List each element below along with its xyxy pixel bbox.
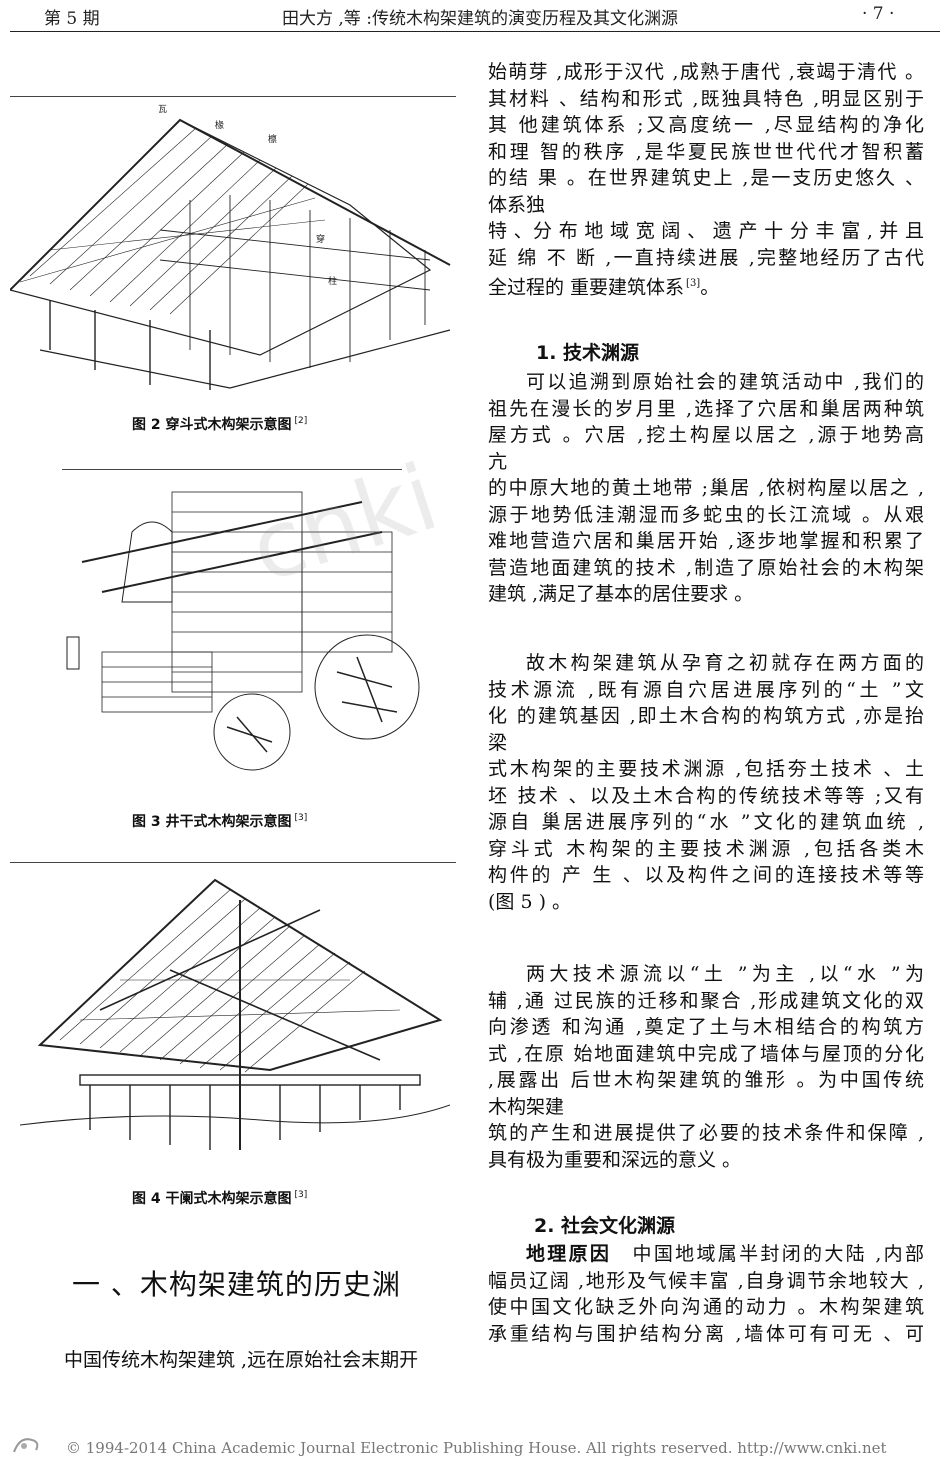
paragraph-1: 始萌芽 ,成形于汉代 ,成熟于唐代 ,衰竭于清代 。 其材料 、结构和形式 ,既… bbox=[488, 59, 924, 301]
text-line: 具有极为重要和深远的意义 。 bbox=[488, 1148, 742, 1171]
text-run: 中国地域属半封闭的大陆 ,内部 bbox=[630, 1243, 924, 1265]
paragraph-2: 可以追溯到原始社会的建筑活动中 ,我们的 祖先在漫长的岁月里 ,选择了穴居和巢居… bbox=[488, 369, 924, 608]
text-line: 特 、分 布 地 域 宽 阔 、 遗 产 十 分 丰 富 , 并 且 bbox=[488, 220, 924, 242]
jinggan-log-frame-drawing bbox=[66, 491, 420, 771]
text-line: 延 绵 不 断 ,一直持续进展 ,完整地经历了古代 bbox=[488, 246, 924, 269]
issue-number: 第 5 期 bbox=[44, 9, 100, 29]
paragraph-3: 故木构架建筑从孕育之初就存在两方面的 技术源流 ,既有源自穴居进展序列的“土 ”… bbox=[488, 650, 924, 915]
text-line: 辅 ,通 过民族的迁移和聚合 ,形成建筑文化的双 bbox=[488, 989, 924, 1012]
left-body-line: 中国传统木构架建筑 ,远在原始社会末期开 bbox=[64, 1349, 419, 1371]
runin-heading-geography: 地理原因 bbox=[526, 1243, 612, 1265]
page-number: · 7 · bbox=[862, 4, 895, 24]
text-line: 穿斗式 木构架的主要技术渊源 ,包括各类木 bbox=[488, 837, 924, 860]
section-heading: 一 、木构架建筑的历史渊 bbox=[72, 1268, 401, 1301]
text-line: 地理原因 中国地域属半封闭的大陆 ,内部 bbox=[488, 1241, 924, 1268]
text-run: 。 bbox=[700, 276, 720, 299]
figure-4-ref: [3] bbox=[294, 1190, 308, 1201]
text-line: 向渗透 和沟通 ,奠定了土与木相结合的构筑方 bbox=[488, 1016, 924, 1038]
figure-2-caption: 图 2 穿斗式木构架示意图[2] bbox=[132, 414, 307, 434]
text-line: 两大技术源流以“土 ”为主 ,以“水 ”为 bbox=[526, 963, 924, 985]
ganlan-stilt-frame-drawing bbox=[20, 878, 450, 1150]
text-line: 幅员辽阔 ,地形及气候丰富 ,自身调节余地较大 , bbox=[488, 1269, 924, 1292]
text-line: 的中原大地的黄土地带 ;巢居 ,依树构屋以居之 , bbox=[488, 477, 924, 499]
text-line: 故木构架建筑从孕育之初就存在两方面的 bbox=[526, 652, 924, 674]
text-line: 亢 bbox=[488, 450, 508, 473]
text-line: 式 ,在原 始地面建筑中完成了墙体与屋顶的分化 bbox=[488, 1042, 924, 1065]
chuandou-frame-drawing: 瓦 椽 檩 穿 柱 bbox=[10, 104, 451, 390]
text-line: 祖先在漫长的岁月里 ,选择了穴居和巢居两种筑 bbox=[488, 397, 924, 420]
figure-3-caption-text: 图 3 井干式木构架示意图 bbox=[132, 814, 292, 830]
text-line: 屋方式 。穴居 ,挖土构屋以居之 ,源于地势高 bbox=[488, 424, 924, 446]
text-line: 建筑 ,满足了基本的居住要求 。 bbox=[488, 583, 754, 605]
text-line: (图 5 ) 。 bbox=[488, 890, 572, 913]
running-title: 田大方 ,等 :传统木构架建筑的演变历程及其文化渊源 bbox=[282, 9, 678, 29]
header-rule bbox=[10, 31, 940, 32]
text-line: 体系独 bbox=[488, 193, 546, 216]
subsection-heading-culture: 2. 社会文化渊源 bbox=[534, 1215, 676, 1237]
text-line: 化 的建筑基因 ,即土木合构的构筑方式 ,亦是抬 bbox=[488, 705, 924, 727]
text-line: 难地营造穴居和巢居开始 ,逐步地掌握和积累了 bbox=[488, 530, 924, 552]
text-line: 式木构架的主要技术渊源 ,包括夯土技术 、土 bbox=[488, 758, 924, 780]
text-line: 技术源流 ,既有源自穴居进展序列的“土 ”文 bbox=[488, 678, 924, 701]
text-line: 和理 智的秩序 ,是华夏民族世世代代才智积蓄 bbox=[488, 140, 924, 163]
text-line: 构件的 产 生 、以及构件之间的连接技术等等 bbox=[488, 864, 924, 886]
text-line: 全过程的 重要建筑体系[3]。 bbox=[488, 271, 924, 301]
paragraph-4: 两大技术源流以“土 ”为主 ,以“水 ”为 辅 ,通 过民族的迁移和聚合 ,形成… bbox=[488, 961, 924, 1173]
subsection-heading-tech: 1. 技术渊源 bbox=[536, 342, 640, 364]
label-tiebeam: 穿 bbox=[316, 233, 325, 245]
text-line: 源于地势低洼潮湿而多蛇虫的长江流域 。从艰 bbox=[488, 503, 924, 526]
paragraph-5: 地理原因 中国地域属半封闭的大陆 ,内部 幅员辽阔 ,地形及气候丰富 ,自身调节… bbox=[488, 1241, 924, 1347]
label-tile: 瓦 bbox=[158, 104, 167, 115]
figure-3-caption: 图 3 井干式木构架示意图[3] bbox=[132, 811, 307, 831]
figure-4-top-rule bbox=[10, 862, 456, 863]
text-line: 筑的产生和进展提供了必要的技术条件和保障 , bbox=[488, 1122, 924, 1144]
figure-2-ref: [2] bbox=[294, 416, 308, 427]
figure-3-ref: [3] bbox=[294, 813, 308, 824]
figure-2-illustration: 瓦 椽 檩 穿 柱 bbox=[10, 100, 456, 390]
text-line: 承重结构与围护结构分离 ,墙体可有可无 、可 bbox=[488, 1322, 924, 1345]
text-line: 的结 果 。在世界建筑史上 ,是一支历史悠久 、 bbox=[488, 167, 924, 189]
figure-3-top-rule bbox=[62, 469, 402, 470]
text-line: 始萌芽 ,成形于汉代 ,成熟于唐代 ,衰竭于清代 。 bbox=[488, 61, 924, 83]
text-line: ,展露出 后世木构架建筑的雏形 。为中国传统 bbox=[488, 1069, 924, 1091]
text-line: 梁 bbox=[488, 731, 508, 754]
cnki-logo-icon bbox=[10, 1432, 50, 1458]
label-column: 柱 bbox=[328, 275, 337, 287]
text-line: 其材料 、结构和形式 ,既独具特色 ,明显区别于 bbox=[488, 87, 924, 110]
label-purlin: 檩 bbox=[268, 133, 277, 145]
label-rafter: 椽 bbox=[215, 119, 224, 131]
figure-2-caption-text: 图 2 穿斗式木构架示意图 bbox=[132, 417, 292, 433]
figure-4-caption-text: 图 4 干阑式木构架示意图 bbox=[132, 1191, 292, 1207]
text-line: 使中国文化缺乏外向沟通的动力 。木构架建筑 bbox=[488, 1296, 924, 1318]
figure-4-illustration bbox=[20, 870, 450, 1170]
text-line: 源自 巢居进展序列的“水 ”文化的建筑血统 , bbox=[488, 811, 924, 833]
text-run: 全过程的 重要建筑体系 bbox=[488, 276, 685, 299]
copyright-footer: © 1994-2014 China Academic Journal Elect… bbox=[66, 1439, 887, 1457]
text-line: 其 他建筑体系 ;又高度统一 ,尽显结构的净化 bbox=[488, 114, 924, 136]
text-line: 木构架建 bbox=[488, 1095, 565, 1118]
figure-3-illustration bbox=[62, 472, 422, 772]
text-line: 坯 技术 、以及土木合构的传统技术等等 ;又有 bbox=[488, 784, 924, 807]
figure-4-caption: 图 4 干阑式木构架示意图[3] bbox=[132, 1188, 307, 1208]
citation-ref: [3] bbox=[686, 278, 701, 289]
text-line: 可以追溯到原始社会的建筑活动中 ,我们的 bbox=[526, 371, 924, 393]
text-line: 营造地面建筑的技术 ,制造了原始社会的木构架 bbox=[488, 556, 924, 579]
figure-2-top-rule bbox=[10, 96, 456, 97]
